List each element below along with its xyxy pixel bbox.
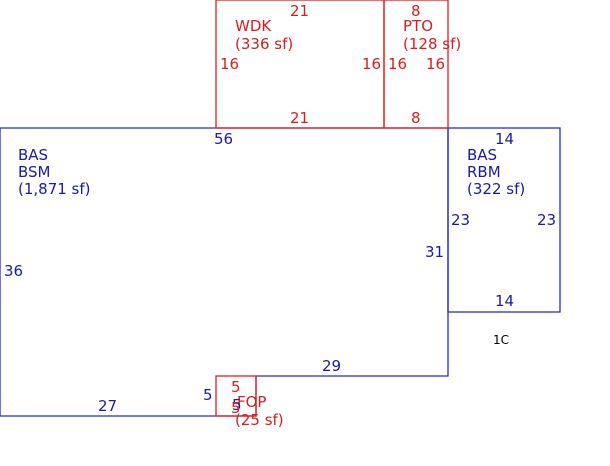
dim-main-right: 31 xyxy=(425,243,444,261)
dim-right-left: 23 xyxy=(451,211,470,229)
dim-right-top: 14 xyxy=(495,130,514,148)
dim-main-step-b: 5 xyxy=(232,396,242,414)
dim-fop-bottom: 5 xyxy=(231,399,241,417)
dim-pto-left: 16 xyxy=(388,55,407,73)
dim-wdk-left: 16 xyxy=(220,55,239,73)
dim-pto-top: 8 xyxy=(411,2,421,20)
fop-label: FOP xyxy=(237,393,266,411)
wdk-area: (336 sf) xyxy=(235,35,293,53)
bas-right-label-2: RBM xyxy=(467,163,501,181)
bas-main-label-2: BSM xyxy=(18,163,51,181)
bas-main-label-1: BAS xyxy=(18,146,48,164)
bas-main-outline xyxy=(0,127,449,417)
dim-right-right: 23 xyxy=(537,211,556,229)
dim-fop-top: 5 xyxy=(231,378,241,396)
pto-label: PTO xyxy=(403,17,433,35)
dim-main-step-a: 5 xyxy=(203,386,213,404)
bas-right-label-1: BAS xyxy=(467,146,497,164)
dim-wdk-right: 16 xyxy=(362,55,381,73)
dim-main-left: 36 xyxy=(4,262,23,280)
dim-wdk-top: 21 xyxy=(290,2,309,20)
bas-main-area: (1,871 sf) xyxy=(18,180,91,198)
fop-area: (25 sf) xyxy=(235,411,284,429)
pto-area: (128 sf) xyxy=(403,35,461,53)
dim-main-bottom: 27 xyxy=(98,397,117,415)
sketch-tag: 1C xyxy=(493,333,509,347)
dim-wdk-bottom: 21 xyxy=(290,109,309,127)
pto-outline xyxy=(383,0,449,129)
dim-pto-right: 16 xyxy=(426,55,445,73)
dim-main-lower-top: 29 xyxy=(322,357,341,375)
dim-main-top: 56 xyxy=(214,130,233,148)
wdk-label: WDK xyxy=(235,17,272,35)
fop-outline xyxy=(215,375,257,417)
bas-right-outline xyxy=(447,127,561,313)
dim-right-bottom: 14 xyxy=(495,292,514,310)
dim-pto-bottom: 8 xyxy=(411,109,421,127)
bas-right-area: (322 sf) xyxy=(467,180,525,198)
